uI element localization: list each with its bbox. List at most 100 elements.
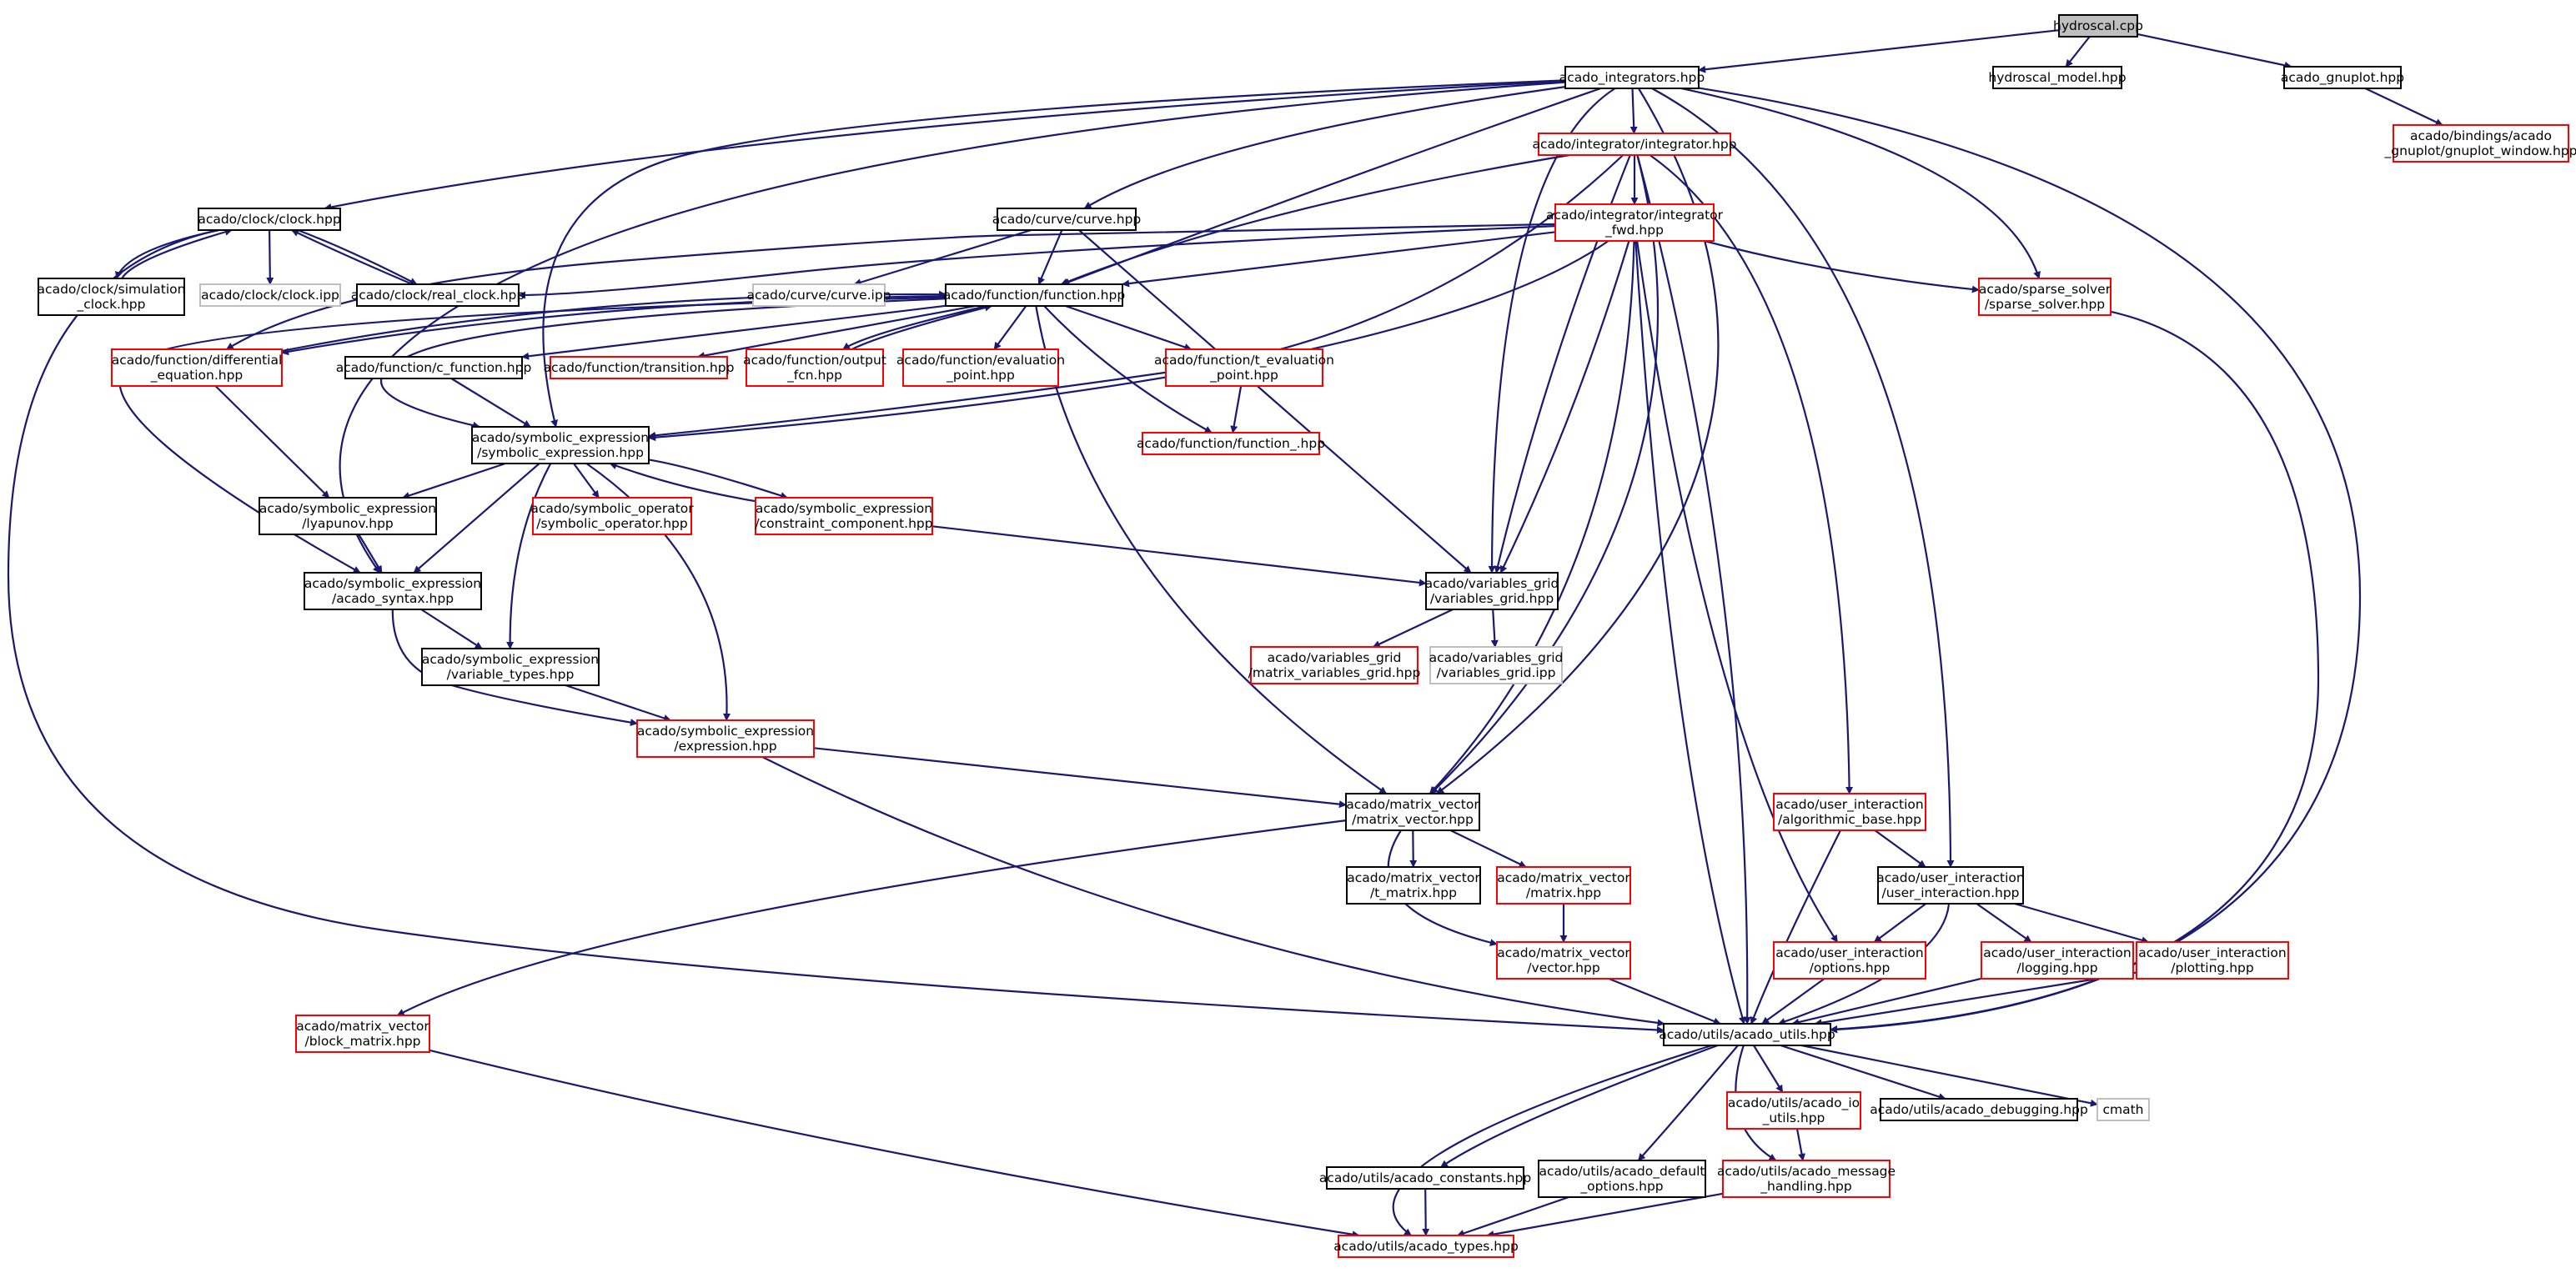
node-label-line: acado/utils/acado_utils.hpp — [1659, 1027, 1835, 1043]
node-curve[interactable]: acado/curve/curve.hpp — [992, 208, 1142, 231]
edge-function-to-eval_point — [993, 305, 1027, 350]
node-vector[interactable]: acado/matrix_vector/vector.hpp — [1496, 941, 1631, 980]
node-curve-ipp[interactable]: acado/curve/curve.ipp — [746, 283, 891, 307]
node-label-line: acado_gnuplot.hpp — [2281, 70, 2404, 86]
node-options[interactable]: acado/user_interaction/options.hpp — [1773, 941, 1926, 980]
node-label-line: acado/integrator/integrator — [1546, 208, 1724, 223]
node-sym-expr[interactable]: acado/symbolic_expression/symbolic_expre… — [471, 426, 650, 464]
node-real-clock[interactable]: acado/clock/real_clock.hpp — [351, 283, 525, 307]
node-gnuplot-window[interactable]: acado/bindings/acado_gnuplot/gnuplot_win… — [2384, 124, 2576, 163]
node-io-utils[interactable]: acado/utils/acado_io_utils.hpp — [1726, 1091, 1861, 1130]
node-acado-utils[interactable]: acado/utils/acado_utils.hpp — [1659, 1023, 1835, 1046]
node-label-line: /block_matrix.hpp — [304, 1034, 420, 1050]
node-box — [755, 497, 933, 535]
node-message-handling[interactable]: acado/utils/acado_message_handling.hpp — [1717, 1160, 1896, 1198]
node-constraint-comp[interactable]: acado/symbolic_expression/constraint_com… — [755, 497, 933, 535]
edge-sparse_solver-to-acado_utils — [1830, 310, 2320, 1034]
node-algorithmic-base[interactable]: acado/user_interaction/algorithmic_base.… — [1773, 793, 1926, 831]
node-label-line: /user_interaction.hpp — [1881, 885, 2019, 901]
node-lyapunov[interactable]: acado/symbolic_expression/lyapunov.hpp — [259, 497, 437, 535]
node-sym-op[interactable]: acado/symbolic_operator/symbolic_operato… — [530, 497, 694, 535]
node-function-[interactable]: acado/function/function_.hpp — [1137, 432, 1325, 455]
node-variable-types[interactable]: acado/symbolic_expression/variable_types… — [421, 648, 600, 686]
node-box — [532, 497, 692, 535]
node-cmath[interactable]: cmath — [2096, 1098, 2150, 1121]
edge-integrators-to-variables_grid — [1488, 88, 1616, 574]
node-debugging[interactable]: acado/utils/acado_debugging.hpp — [1870, 1098, 2088, 1121]
edge-sim_clock-to-clock — [121, 228, 233, 279]
node-label-line: _options.hpp — [1579, 1179, 1663, 1195]
node-box — [1978, 278, 2112, 316]
node-label-line: /plotting.hpp — [2171, 960, 2253, 975]
node-matrix[interactable]: acado/matrix_vector/matrix.hpp — [1496, 866, 1631, 905]
node-label-line: /acado_syntax.hpp — [332, 591, 454, 607]
node-label-line: acado/function/evaluation — [896, 353, 1065, 368]
node-gnuplot[interactable]: acado_gnuplot.hpp — [2281, 66, 2404, 89]
node-box — [1877, 866, 2024, 905]
node-constants[interactable]: acado/utils/acado_constants.hpp — [1319, 1166, 1531, 1190]
node-t-eval-point[interactable]: acado/function/t_evaluation_point.hpp — [1154, 348, 1334, 387]
edge-sym_expr-to-variable_types — [506, 463, 552, 649]
node-box — [356, 283, 520, 307]
node-eval-point[interactable]: acado/function/evaluation_point.hpp — [896, 348, 1065, 387]
node-acado-types[interactable]: acado/utils/acado_types.hpp — [1333, 1235, 1519, 1258]
node-integrators[interactable]: acado_integrators.hpp — [1559, 66, 1705, 89]
node-acado-syntax[interactable]: acado/symbolic_expression/acado_syntax.h… — [304, 572, 482, 610]
node-t-matrix[interactable]: acado/matrix_vector/t_matrix.hpp — [1346, 866, 1481, 905]
node-integrator[interactable]: acado/integrator/integrator.hpp — [1532, 133, 1737, 156]
edge-integrators-to-acado_syntax — [339, 81, 1566, 574]
node-label-line: cmath — [2102, 1102, 2143, 1117]
node-label-line: /sparse_solver.hpp — [1985, 297, 2105, 313]
node-diff-eq[interactable]: acado/function/differential_equation.hpp — [111, 348, 283, 387]
node-label-line: acado/clock/clock.hpp — [198, 212, 340, 227]
node-label-line: acado/clock/real_clock.hpp — [351, 288, 525, 303]
node-plotting[interactable]: acado/user_interaction/plotting.hpp — [2136, 941, 2289, 980]
node-matrix-vg[interactable]: acado/variables_grid/matrix_variables_gr… — [1248, 646, 1421, 684]
node-variables-grid[interactable]: acado/variables_grid/variables_grid.hpp — [1425, 572, 1559, 610]
node-label-line: acado/utils/acado_default — [1539, 1164, 1705, 1180]
edge-curve-to-variables_grid — [1078, 229, 1472, 574]
node-label-line: acado/symbolic_expression — [756, 501, 932, 517]
node-output-fcn[interactable]: acado/function/output_fcn.hpp — [743, 348, 886, 387]
node-label-line: hydroscal_model.hpp — [1988, 70, 2126, 86]
node-label-line: acado_integrators.hpp — [1559, 70, 1705, 86]
edges-layer — [7, 29, 2443, 1239]
node-label-line: _handling.hpp — [1760, 1179, 1851, 1195]
edge-gnuplot-to-gnuplot_window — [2364, 88, 2443, 126]
node-label-line: /symbolic_operator.hpp — [536, 516, 687, 532]
node-box — [1538, 133, 1731, 156]
node-default-options[interactable]: acado/utils/acado_default_options.hpp — [1538, 1160, 1706, 1198]
node-label-line: _point.hpp — [946, 368, 1015, 383]
node-user-interaction[interactable]: acado/user_interaction/user_interaction.… — [1876, 866, 2025, 905]
node-function[interactable]: acado/function/function.hpp — [943, 283, 1125, 307]
node-box — [997, 208, 1137, 231]
edge-real_clock-to-clock — [291, 229, 413, 286]
node-label-line: /variable_types.hpp — [447, 667, 575, 683]
edge-acado_utils-to-io_utils — [1753, 1045, 1784, 1093]
node-box — [1326, 1166, 1524, 1190]
edge-user_interaction-to-plotting — [2014, 902, 2150, 945]
node-matrix-vector[interactable]: acado/matrix_vector/matrix_vector.hpp — [1345, 793, 1480, 831]
node-label-line: acado/symbolic_expression — [422, 652, 599, 668]
node-block-matrix[interactable]: acado/matrix_vector/block_matrix.hpp — [295, 1015, 430, 1053]
node-clock-ipp[interactable]: acado/clock/clock.ipp — [199, 283, 341, 307]
node-root[interactable]: hydroscal.cpp — [2053, 14, 2143, 38]
edge-default_options-to-acado_types — [1456, 1195, 1569, 1237]
edge-integrator-to-matrix_vector — [1430, 154, 1660, 794]
node-box — [1564, 66, 1700, 89]
node-transition[interactable]: acado/function/transition.hpp — [544, 356, 735, 379]
node-sparse-solver[interactable]: acado/sparse_solver/sparse_solver.hpp — [1978, 278, 2112, 316]
node-sim-clock[interactable]: acado/clock/simulation_clock.hpp — [38, 278, 186, 316]
node-integrator-fwd[interactable]: acado/integrator/integrator_fwd.hpp — [1546, 203, 1724, 242]
edge-sym_expr-to-acado_syntax — [413, 463, 540, 574]
node-box — [111, 348, 283, 387]
node-logging[interactable]: acado/user_interaction/logging.hpp — [1981, 941, 2134, 980]
node-expression[interactable]: acado/symbolic_expression/expression.hpp — [636, 719, 815, 758]
node-label-line: /logging.hpp — [2016, 960, 2097, 975]
node-hydroscal-model[interactable]: hydroscal_model.hpp — [1988, 66, 2127, 89]
node-label-line: _fcn.hpp — [786, 368, 842, 383]
node-c-function[interactable]: acado/function/c_function.hpp — [336, 356, 532, 379]
node-variables-grid-ipp[interactable]: acado/variables_grid/variables_grid.ipp — [1429, 646, 1564, 684]
node-clock[interactable]: acado/clock/clock.hpp — [198, 208, 341, 231]
